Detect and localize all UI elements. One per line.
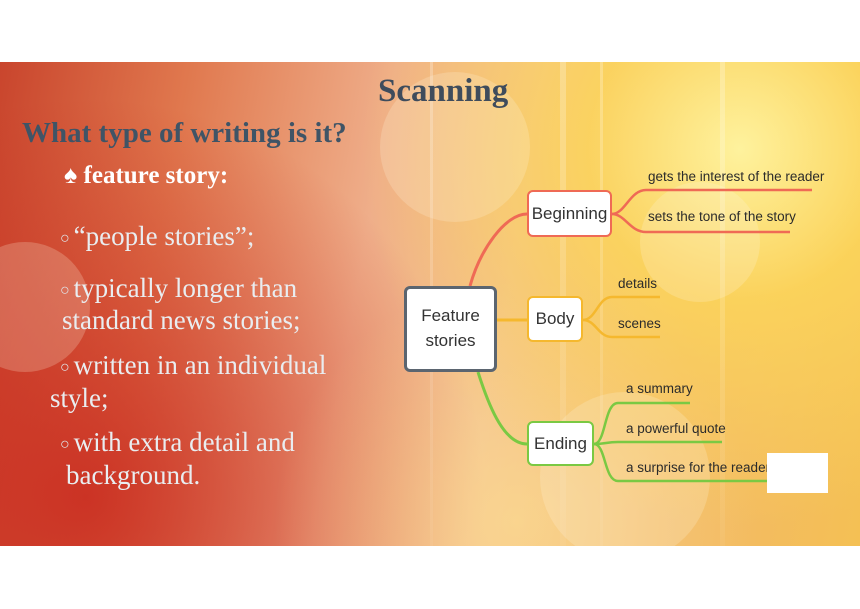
feature-story-heading: ♠ feature story: (64, 162, 228, 190)
bokeh-circle (380, 72, 530, 222)
connector-ending (476, 371, 528, 446)
spade-icon: ♠ (64, 162, 78, 189)
leaf-line-body-1 (582, 295, 660, 322)
list-item: ○“people stories”; (60, 221, 255, 251)
circle-bullet-icon: ○ (60, 358, 70, 376)
leaf-scenes: scenes (618, 316, 661, 331)
slide-title: Scanning (378, 73, 509, 109)
circle-bullet-icon: ○ (60, 435, 70, 453)
bokeh-circle (640, 182, 760, 302)
slide-background (0, 62, 860, 546)
list-item: ○written in an individual (60, 350, 327, 380)
mindmap-node-ending: Ending (527, 421, 594, 466)
leaf-line-body-2 (582, 318, 660, 339)
list-item-continuation: standard news stories; (62, 305, 301, 335)
list-item-continuation: style; (50, 383, 109, 413)
question-heading: What type of writing is it? (22, 117, 347, 149)
mindmap-node-body: Body (527, 296, 583, 342)
leaf-powerful-quote: a powerful quote (626, 421, 726, 436)
bokeh-circle (540, 392, 710, 546)
circle-bullet-icon: ○ (60, 281, 70, 299)
leaf-gets-interest: gets the interest of the reader (648, 169, 825, 184)
leaf-line-beginning-1 (611, 188, 812, 216)
list-item: ○typically longer than (60, 273, 298, 303)
leaf-details: details (618, 276, 658, 291)
leaf-line-ending-2 (593, 440, 722, 446)
leaf-surprise: a surprise for the reader (626, 460, 771, 475)
mindmap-node-beginning: Beginning (527, 190, 612, 237)
leaf-line-beginning-2 (611, 212, 790, 234)
connector-beginning (468, 212, 528, 287)
leaf-line-ending-1 (593, 401, 690, 446)
circle-bullet-icon: ○ (60, 229, 70, 247)
leaf-line-ending-3 (593, 442, 770, 483)
list-item: ○with extra detail and (60, 427, 295, 457)
list-item-continuation: background. (66, 460, 201, 490)
feature-story-label: feature story: (83, 162, 229, 189)
leaf-sets-tone: sets the tone of the story (648, 209, 796, 224)
leaf-summary: a summary (626, 381, 693, 396)
blank-box (767, 453, 828, 493)
light-streak (720, 62, 725, 546)
